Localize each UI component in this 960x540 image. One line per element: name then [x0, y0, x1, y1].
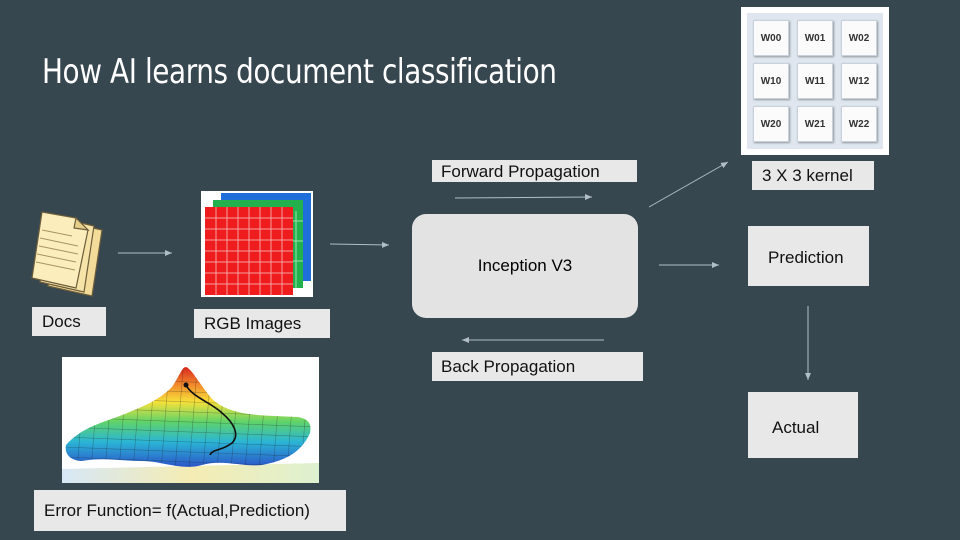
slide-title: How AI learns document classification — [42, 52, 557, 92]
kernel-cell-w11: W11 — [797, 63, 833, 99]
docs-label: Docs — [32, 307, 106, 336]
kernel-cell-w00: W00 — [753, 20, 789, 56]
prediction-label: Prediction — [768, 248, 844, 267]
kernel-cell-w22: W22 — [841, 106, 877, 142]
prediction-box: Prediction — [748, 226, 869, 286]
kernel-cell-w20: W20 — [753, 106, 789, 142]
rgb-images-label: RGB Images — [194, 309, 330, 338]
arrow-rgb-to-inception — [329, 241, 390, 248]
documents-icon — [31, 211, 103, 297]
kernel-cell-w12: W12 — [841, 63, 877, 99]
back-propagation-label: Back Propagation — [432, 352, 643, 381]
inception-v3-block: Inception V3 — [412, 214, 638, 318]
arrow-inception-to-kernel — [648, 161, 729, 208]
rgb-channels-icon — [201, 191, 313, 297]
actual-box: Actual — [748, 392, 858, 458]
forward-propagation-label: Forward Propagation — [432, 160, 637, 182]
kernel-label: 3 X 3 kernel — [752, 161, 874, 190]
kernel-cell-w02: W02 — [841, 20, 877, 56]
actual-label: Actual — [772, 418, 820, 437]
kernel-cell-w10: W10 — [753, 63, 789, 99]
error-surface-image — [62, 357, 319, 483]
kernel-cell-w01: W01 — [797, 20, 833, 56]
kernel-cell-w21: W21 — [797, 106, 833, 142]
error-function-label: Error Function= f(Actual,Prediction) — [34, 490, 346, 531]
kernel-matrix: W00 W01 W02 W10 W11 W12 W20 W21 W22 — [741, 7, 889, 155]
arrow-forward — [454, 194, 593, 201]
